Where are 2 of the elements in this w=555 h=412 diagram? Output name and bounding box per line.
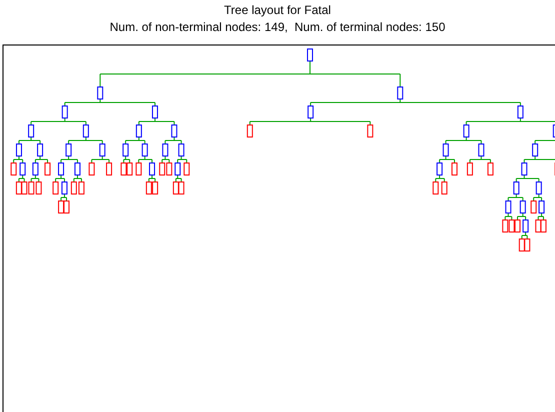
chart-title: Tree layout for Fatal [223,3,332,17]
subtitle: Num. of non-terminal nodes: 149, Num. of terminal nodes: 150 [108,20,446,34]
